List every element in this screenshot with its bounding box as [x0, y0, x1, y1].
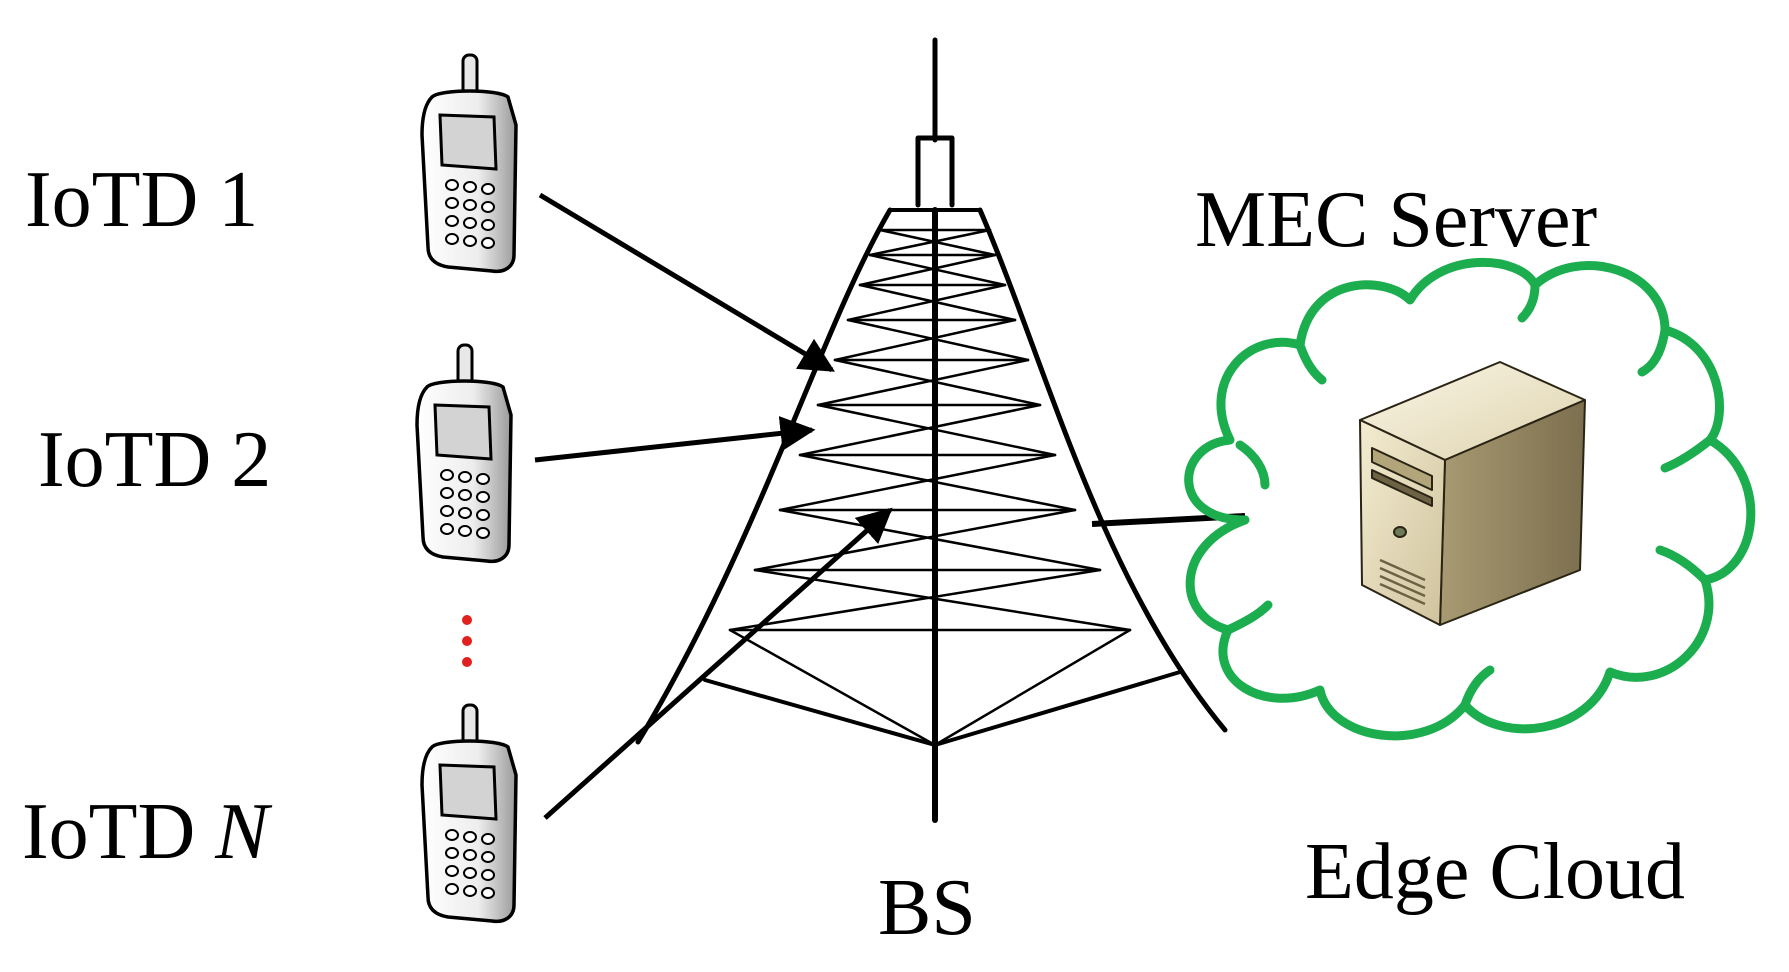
ellipsis-dots: [462, 615, 472, 667]
device-n-label: IoTD N: [22, 788, 269, 876]
uplink-arrow-2: [534, 415, 816, 463]
uplink-arrows: [534, 192, 893, 820]
server-tower-icon: [1359, 361, 1586, 626]
uplink-arrow-n: [543, 507, 893, 820]
mec-server-label: MEC Server: [1195, 176, 1598, 264]
edge-cloud-label: Edge Cloud: [1305, 828, 1685, 916]
cell-tower-icon: [635, 37, 1228, 823]
device-2-label: IoTD 2: [38, 416, 272, 504]
base-station-label: BS: [878, 864, 976, 952]
mobile-phone-icon-n: [420, 703, 518, 924]
cloud-inner-curves: [1223, 280, 1715, 710]
uplink-arrow-1: [538, 192, 836, 373]
mobile-phone-icon-1: [420, 53, 518, 274]
mobile-phone-icon-2: [415, 343, 513, 564]
device-1-label: IoTD 1: [25, 156, 259, 244]
